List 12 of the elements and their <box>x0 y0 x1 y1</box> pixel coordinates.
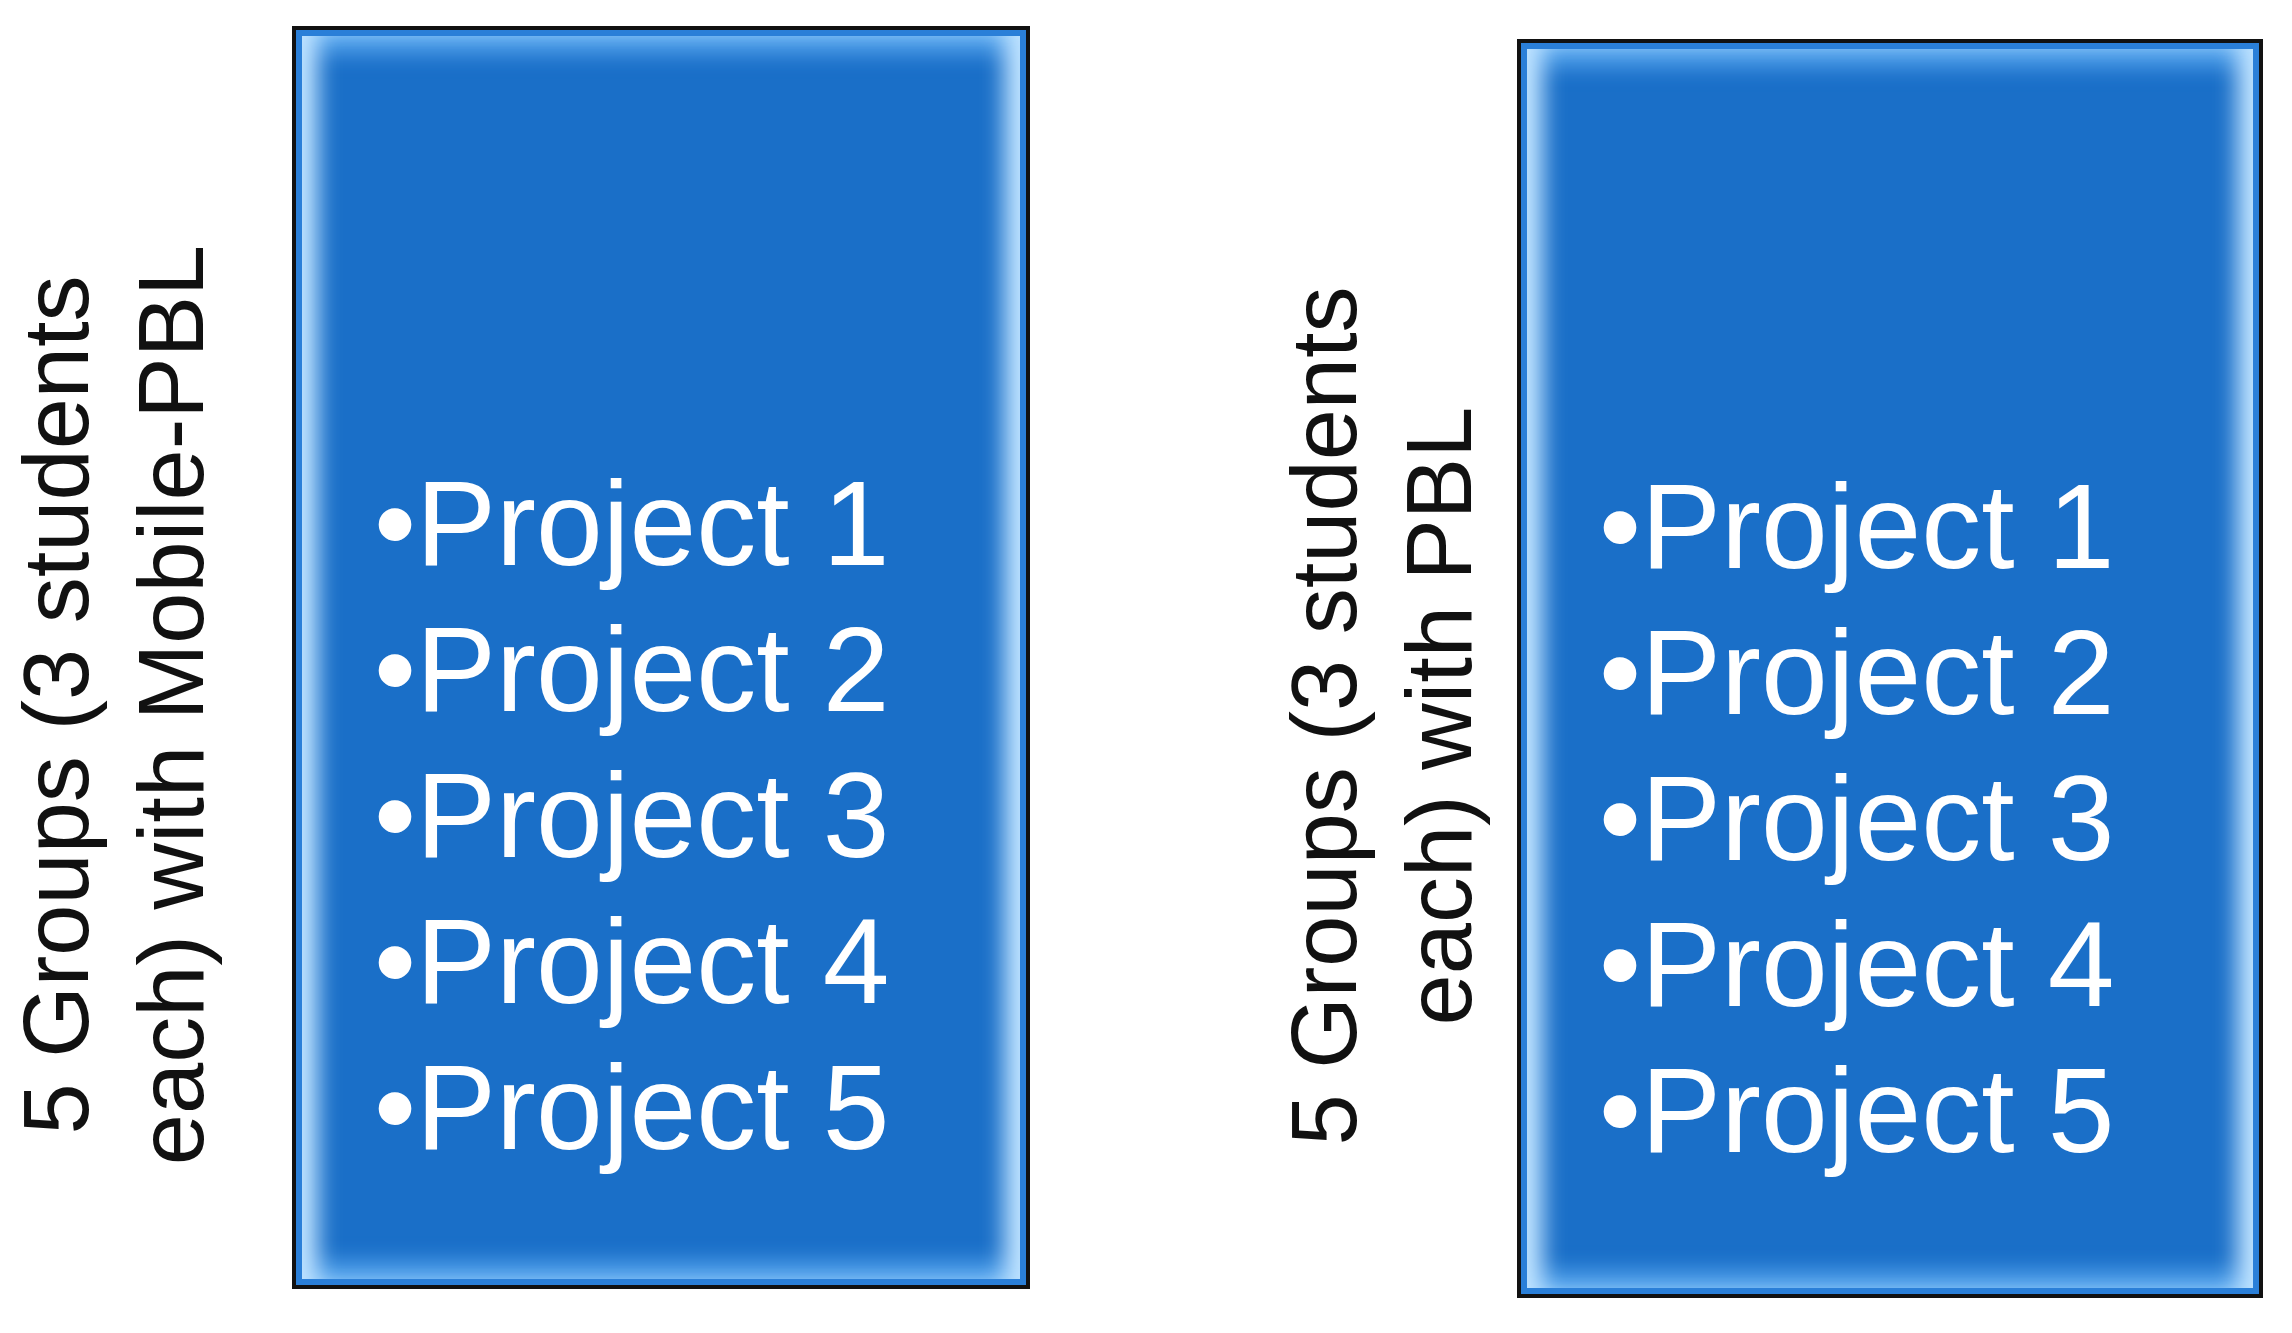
group-label: 5 Groups (3 students each) with PBL <box>1272 284 1491 1148</box>
bullet-item: •Project 4 <box>1599 896 2115 1033</box>
bullet-item: •Project 1 <box>374 455 890 592</box>
bullet-item: •Project 5 <box>1599 1042 2115 1179</box>
group-label: 5 Groups (3 students each) with Mobile-PBL <box>4 243 223 1167</box>
bullet-item: •Project 3 <box>1599 750 2115 887</box>
bullet-item: •Project 2 <box>1599 604 2115 741</box>
bullet-item: •Project 3 <box>374 747 890 884</box>
bullet-item: •Project 1 <box>1599 458 2115 595</box>
bullet-item: •Project 5 <box>374 1039 890 1176</box>
bullet-item: •Project 2 <box>374 601 890 738</box>
bullet-item: •Project 4 <box>374 893 890 1030</box>
